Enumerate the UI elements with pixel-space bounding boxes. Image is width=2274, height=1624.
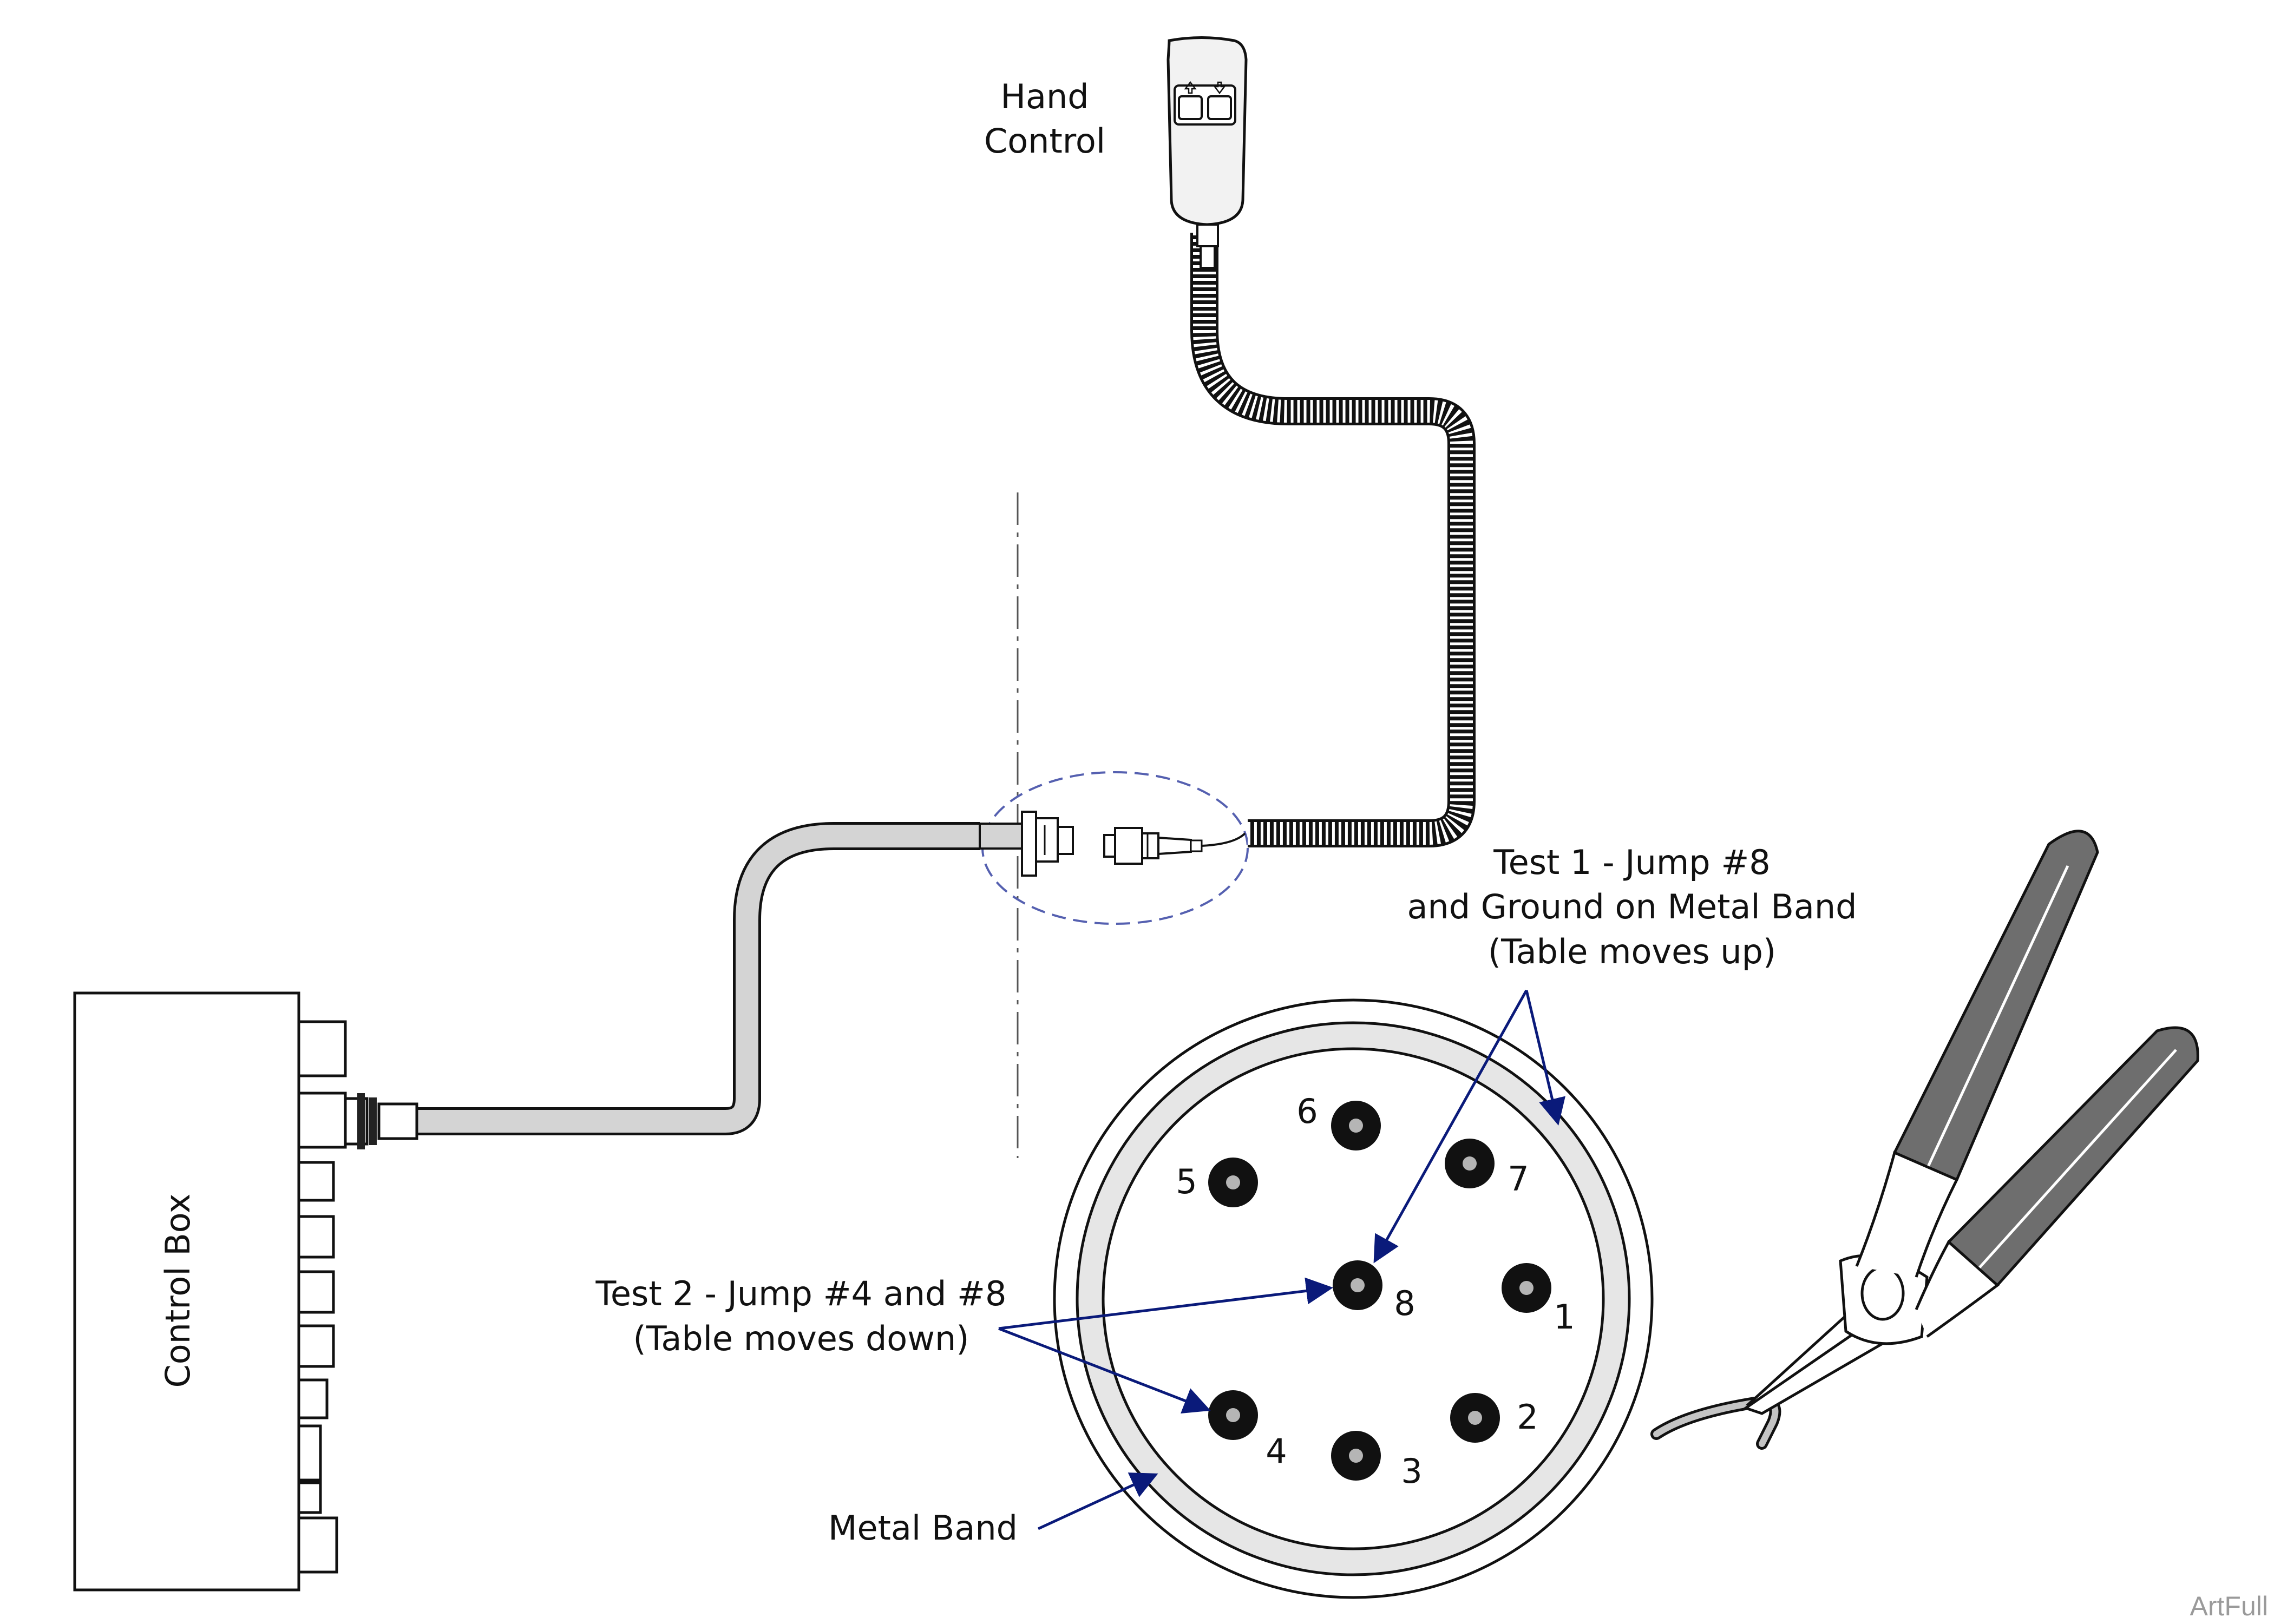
pin-label-3: 3 (1401, 1451, 1422, 1491)
pin-label-6: 6 (1296, 1092, 1318, 1131)
pin-socket (1450, 1393, 1500, 1443)
needle-nose-pliers (1650, 830, 2199, 1450)
coiled-cord (1190, 184, 1476, 847)
gray-cable (344, 822, 980, 1149)
control-box-ports (297, 1020, 347, 1574)
test1-label-line2: and Ground on Metal Band (1407, 887, 1857, 926)
connector-face: 1 2 3 4 5 6 7 8 (1053, 998, 1654, 1599)
pliers-pivot (1860, 1266, 1905, 1321)
hand-control-down-button (1207, 95, 1232, 120)
test1-arrow-to-pin8 (1373, 989, 1528, 1264)
pin-label-1: 1 (1554, 1297, 1575, 1337)
test2-arrow-to-pin4 (998, 1327, 1211, 1414)
test2-arrow-to-pin8 (998, 1277, 1333, 1330)
test2-callout: Test 2 - Jump #4 and #8 (Table moves dow… (595, 1274, 1333, 1414)
hand-control-label-line2: Control (984, 121, 1105, 161)
metal-band-label: Metal Band (828, 1508, 1018, 1548)
pin-label-8: 8 (1394, 1284, 1415, 1323)
pin-socket (1331, 1101, 1381, 1150)
test1-callout: Test 1 - Jump #8 and Ground on Metal Ban… (1373, 843, 1857, 1264)
metal-band-callout: Metal Band (828, 1472, 1158, 1548)
pin-socket (1333, 1260, 1382, 1310)
cable-connector-pair (979, 771, 1249, 925)
pin-label-2: 2 (1517, 1397, 1538, 1437)
metal-band-arrow (1037, 1472, 1158, 1530)
control-box-label: Control Box (158, 1193, 198, 1388)
pin-socket (1208, 1158, 1258, 1207)
pin-label-7: 7 (1508, 1159, 1529, 1199)
down-arrow-icon (1213, 81, 1226, 95)
watermark-text: ArtFull (2190, 1591, 2268, 1621)
test2-label-line2: (Table moves down) (633, 1319, 969, 1358)
hand-control (1167, 36, 1248, 269)
test1-arrow-to-band (1525, 990, 1565, 1126)
pin-label-5: 5 (1176, 1162, 1197, 1201)
test1-label-line1: Test 1 - Jump #8 (1493, 843, 1770, 882)
pin-socket (1502, 1263, 1551, 1313)
up-arrow-icon (1184, 81, 1197, 94)
test2-label-line1: Test 2 - Jump #4 and #8 (595, 1274, 1007, 1313)
pin-socket (1208, 1390, 1258, 1440)
pin-label-4: 4 (1266, 1431, 1287, 1471)
hand-control-label-line1: Hand (1000, 77, 1089, 116)
pin-socket (1445, 1139, 1495, 1188)
hand-control-up-button (1178, 95, 1203, 120)
test1-label-line3: (Table moves up) (1488, 932, 1776, 971)
control-box: Control Box (73, 991, 347, 1592)
pin-socket (1331, 1431, 1381, 1481)
